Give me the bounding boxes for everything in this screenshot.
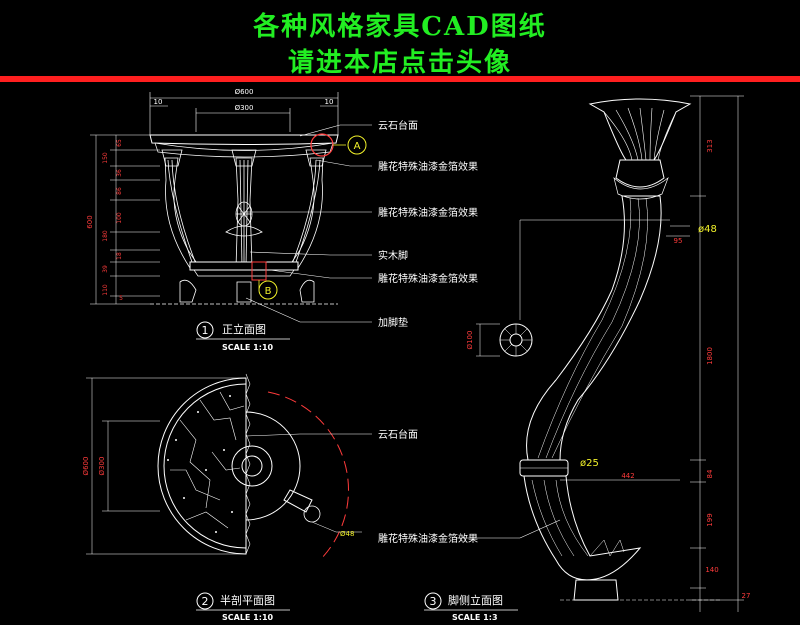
view-3-title-block: 3 脚侧立面图 SCALE 1:3 [424,592,518,622]
side-height-1800: 1800 [706,347,714,365]
front-label-carving-2: 雕花特殊油漆金箔效果 [378,206,478,219]
plan-dim-outer: Ø600 [82,457,90,476]
front-elevation-view: Ø600 Ø300 10 10 [86,88,372,323]
front-feet [150,279,338,305]
view-2-number: 2 [202,595,209,608]
front-height-9: 5 [119,295,123,302]
front-height-0: 150 [102,152,109,164]
plan-outer-dashed-arc [267,391,349,561]
center-carved-finial [225,201,263,237]
plan-dim-inner: Ø300 [98,457,106,476]
front-dim-overall: Ø600 [235,88,254,96]
leg-curved-shaft [526,195,662,461]
front-label-solid-wood-leg: 实木脚 [378,249,408,262]
plan-dim-leg: Ø48 [340,530,354,538]
front-height-8: 110 [102,284,109,296]
front-label-carving-1: 雕花特殊油漆金箔效果 [378,160,478,173]
side-dim-rosette: Ø100 [466,331,474,350]
front-height-4: 180 [102,230,109,242]
front-label-carving-3: 雕花特殊油漆金箔效果 [378,272,478,285]
side-label-carving: 雕花特殊油漆金箔效果 [378,532,478,545]
front-dim-right-offset: 10 [325,98,334,106]
view-1-title: 正立面图 [222,322,266,336]
red-divider-bar [0,76,800,82]
marble-tabletop [149,134,339,145]
side-height-84: 84 [706,469,714,478]
view-2-scale: SCALE 1:10 [222,613,274,622]
view-1-number: 1 [202,324,209,337]
banner-title-line-1: 各种风格家具CAD图纸 [253,12,547,42]
front-height-6: 18 [116,252,123,260]
view-3-scale: SCALE 1:3 [452,613,498,622]
marble-speckles [167,395,233,533]
view-2-title-block: 2 半剖平面图 SCALE 1:10 [196,592,290,622]
side-dim-442: 442 [621,472,634,480]
view-3-title: 脚侧立面图 [448,593,503,607]
side-dim-25: ø25 [580,458,599,469]
side-height-140: 140 [705,566,718,574]
leg-side-elevation-view [476,95,744,612]
callout-a-label: A [354,141,361,152]
leg-capital [588,98,692,161]
title-banner: 各种风格家具CAD图纸 请进本店点击头像 [0,0,800,82]
front-height-1: 65 [116,139,123,147]
front-height-2: 36 [116,169,123,177]
side-height-313: 313 [706,139,714,152]
side-dim-48: ø48 [698,224,717,235]
callout-b-label: B [265,286,272,297]
side-height-199: 199 [706,513,714,526]
half-section-plan-view [86,373,372,561]
banner-title-line-2: 请进本店点击头像 [287,48,512,78]
front-dim-inner: Ø300 [235,104,254,112]
marble-veining [170,391,245,529]
front-top-dimensions [149,92,339,135]
front-height-7: 39 [102,265,109,273]
front-height-3: 86 [116,187,123,195]
view-1-scale: SCALE 1:10 [222,343,274,352]
front-label-marble-top: 云石台面 [378,119,418,132]
lower-stretcher-ring [189,261,299,271]
front-total-height: 600 [86,215,94,228]
side-dim-95: 95 [674,237,683,245]
view-2-title: 半剖平面图 [220,593,275,607]
front-label-foot-pad: 加脚垫 [378,316,408,329]
front-height-dimensions [90,134,160,305]
front-legs [161,149,327,269]
front-leader-lines [244,124,372,323]
side-height-27: 27 [742,592,751,600]
leg-carved-foot [523,475,642,581]
plan-label-marble-top: 云石台面 [378,428,418,441]
front-height-5: 100 [116,212,123,224]
front-dim-left-offset: 10 [154,98,163,106]
view-1-title-block: 1 正立面图 SCALE 1:10 [196,321,290,352]
plan-half-circle [157,377,247,555]
view-3-number: 3 [430,595,437,608]
